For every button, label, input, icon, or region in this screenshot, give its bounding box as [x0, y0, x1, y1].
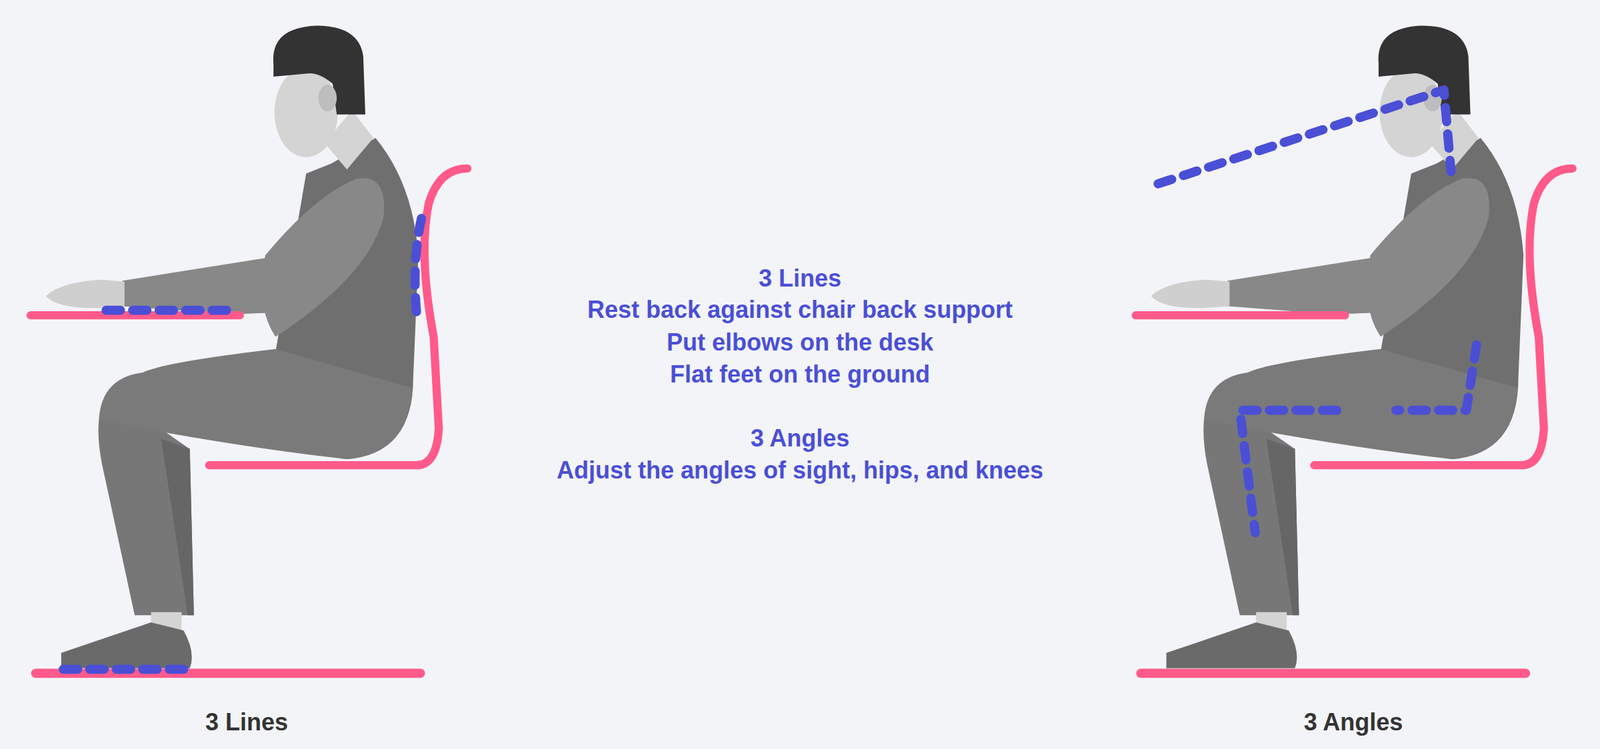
figure-caption: 3 Angles — [1304, 708, 1404, 738]
knee-angle — [1240, 410, 1337, 534]
hip-angle — [1396, 345, 1477, 411]
instruction: Adjust the angles of sight, hips, and kn… — [556, 456, 1044, 486]
left-figure — [30, 26, 468, 674]
back-line — [415, 218, 422, 321]
instruction: Rest back against chair back support — [587, 295, 1013, 325]
instruction: Flat feet on the ground — [670, 360, 930, 390]
figure-caption: 3 Lines — [205, 708, 288, 738]
elbow-line — [106, 306, 235, 316]
section-heading: 3 Lines — [758, 264, 842, 294]
feet-line — [63, 664, 191, 674]
sight-angle — [1158, 90, 1451, 184]
instruction: Put elbows on the desk — [666, 328, 934, 358]
right-figure — [1136, 26, 1573, 674]
section-heading: 3 Angles — [750, 424, 850, 454]
